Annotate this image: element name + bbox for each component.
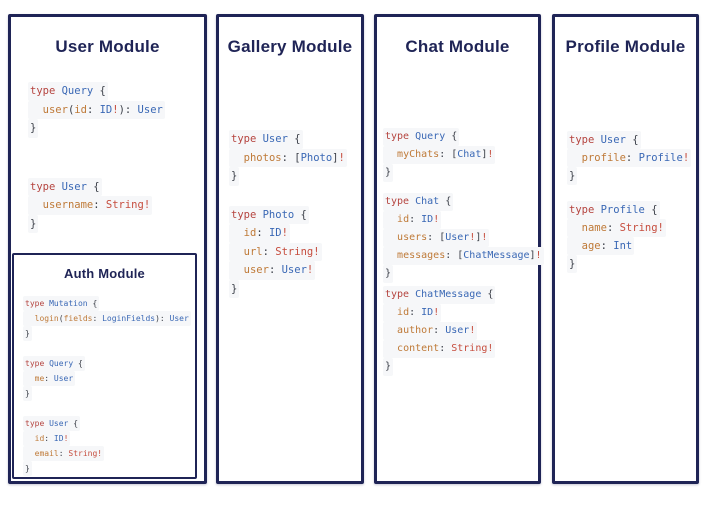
code-line: type Photo { — [229, 205, 347, 224]
code-line: login(fields: LoginFields): User — [23, 311, 195, 326]
code-line: } — [28, 214, 165, 233]
code-line: } — [383, 164, 544, 182]
code-line: type Query { — [23, 356, 195, 371]
code-line: users: [User!]! — [383, 229, 544, 247]
code-line: type User { — [28, 177, 165, 196]
code-line: } — [567, 167, 691, 185]
code-block: type Photo { id: ID! url: String! user: … — [229, 205, 347, 298]
code-line: type Query { — [28, 82, 165, 101]
code-line: } — [23, 326, 195, 341]
code-block: type User { id: ID! email: String!} — [23, 416, 195, 476]
code-block: type Chat { id: ID! users: [User!]! mess… — [383, 193, 544, 283]
code-line: } — [567, 255, 691, 273]
code-line: type Query { — [383, 128, 544, 146]
module-card-user: User Module type Query { user(id: ID!): … — [8, 14, 207, 484]
code-line: author: User! — [383, 322, 544, 340]
code-gallery: type User { photos: [Photo]!}type Photo … — [229, 130, 347, 318]
code-block: type Query { me: User} — [23, 356, 195, 401]
code-line: age: Int — [567, 237, 691, 255]
code-line: type User { — [229, 130, 347, 149]
code-line: type Chat { — [383, 193, 544, 211]
code-user: type Query { user(id: ID!): User}type Us… — [28, 82, 165, 273]
code-block: type Query { user(id: ID!): User} — [28, 82, 165, 138]
code-block: type ChatMessage { id: ID! author: User!… — [383, 286, 544, 376]
module-card-auth: Auth Module type Mutation { login(fields… — [12, 253, 197, 479]
module-title-profile: Profile Module — [565, 37, 686, 56]
code-line: user: User! — [229, 261, 347, 280]
code-line: url: String! — [229, 242, 347, 261]
code-line: profile: Profile! — [567, 149, 692, 167]
module-card-gallery: Gallery Module type User { photos: [Phot… — [216, 14, 364, 484]
code-line: id: ID! — [23, 431, 195, 446]
code-line: type Profile { — [567, 201, 691, 219]
code-line: } — [383, 265, 544, 283]
code-block: type Query { myChats: [Chat]!} — [383, 128, 544, 182]
code-line: id: ID! — [383, 211, 544, 229]
code-line: user(id: ID!): User — [28, 100, 165, 119]
code-line: id: ID! — [383, 304, 544, 322]
code-line: username: String! — [28, 196, 165, 215]
code-line: photos: [Photo]! — [229, 148, 347, 167]
code-line: } — [229, 279, 347, 298]
code-profile: type User { profile: Profile!}type Profi… — [567, 131, 692, 289]
code-block: type User { username: String!} — [28, 177, 165, 233]
module-title-chat: Chat Module — [405, 37, 510, 56]
code-line: type User { — [23, 416, 195, 431]
code-auth: type Mutation { login(fields: LoginField… — [23, 296, 195, 476]
code-line: myChats: [Chat]! — [383, 146, 544, 164]
module-title-gallery: Gallery Module — [227, 37, 353, 56]
code-line: type User { — [567, 131, 691, 149]
code-line: id: ID! — [229, 224, 347, 243]
module-card-chat: Chat Module type Query { myChats: [Chat]… — [374, 14, 544, 484]
code-line: content: String! — [383, 340, 544, 358]
code-block: type Mutation { login(fields: LoginField… — [23, 296, 195, 341]
code-line: type ChatMessage { — [383, 286, 544, 304]
code-block: type Profile { name: String! age: Int} — [567, 201, 691, 273]
code-line: } — [28, 119, 165, 138]
code-chat: type Query { myChats: [Chat]!}type Chat … — [383, 128, 544, 387]
code-line: messages: [ChatMessage]! — [383, 247, 544, 265]
module-title-user: User Module — [55, 37, 160, 56]
code-block: type User { photos: [Photo]!} — [229, 130, 347, 186]
code-line: type Mutation { — [23, 296, 195, 311]
module-title-auth: Auth Module — [64, 266, 145, 281]
code-line: email: String! — [23, 446, 195, 461]
code-line: } — [383, 358, 544, 376]
code-line: name: String! — [567, 219, 691, 237]
code-line: } — [229, 167, 347, 186]
module-card-profile: Profile Module type User { profile: Prof… — [552, 14, 699, 484]
code-line: me: User — [23, 371, 195, 386]
code-line: } — [23, 461, 195, 476]
code-line: } — [23, 386, 195, 401]
code-block: type User { profile: Profile!} — [567, 131, 692, 185]
